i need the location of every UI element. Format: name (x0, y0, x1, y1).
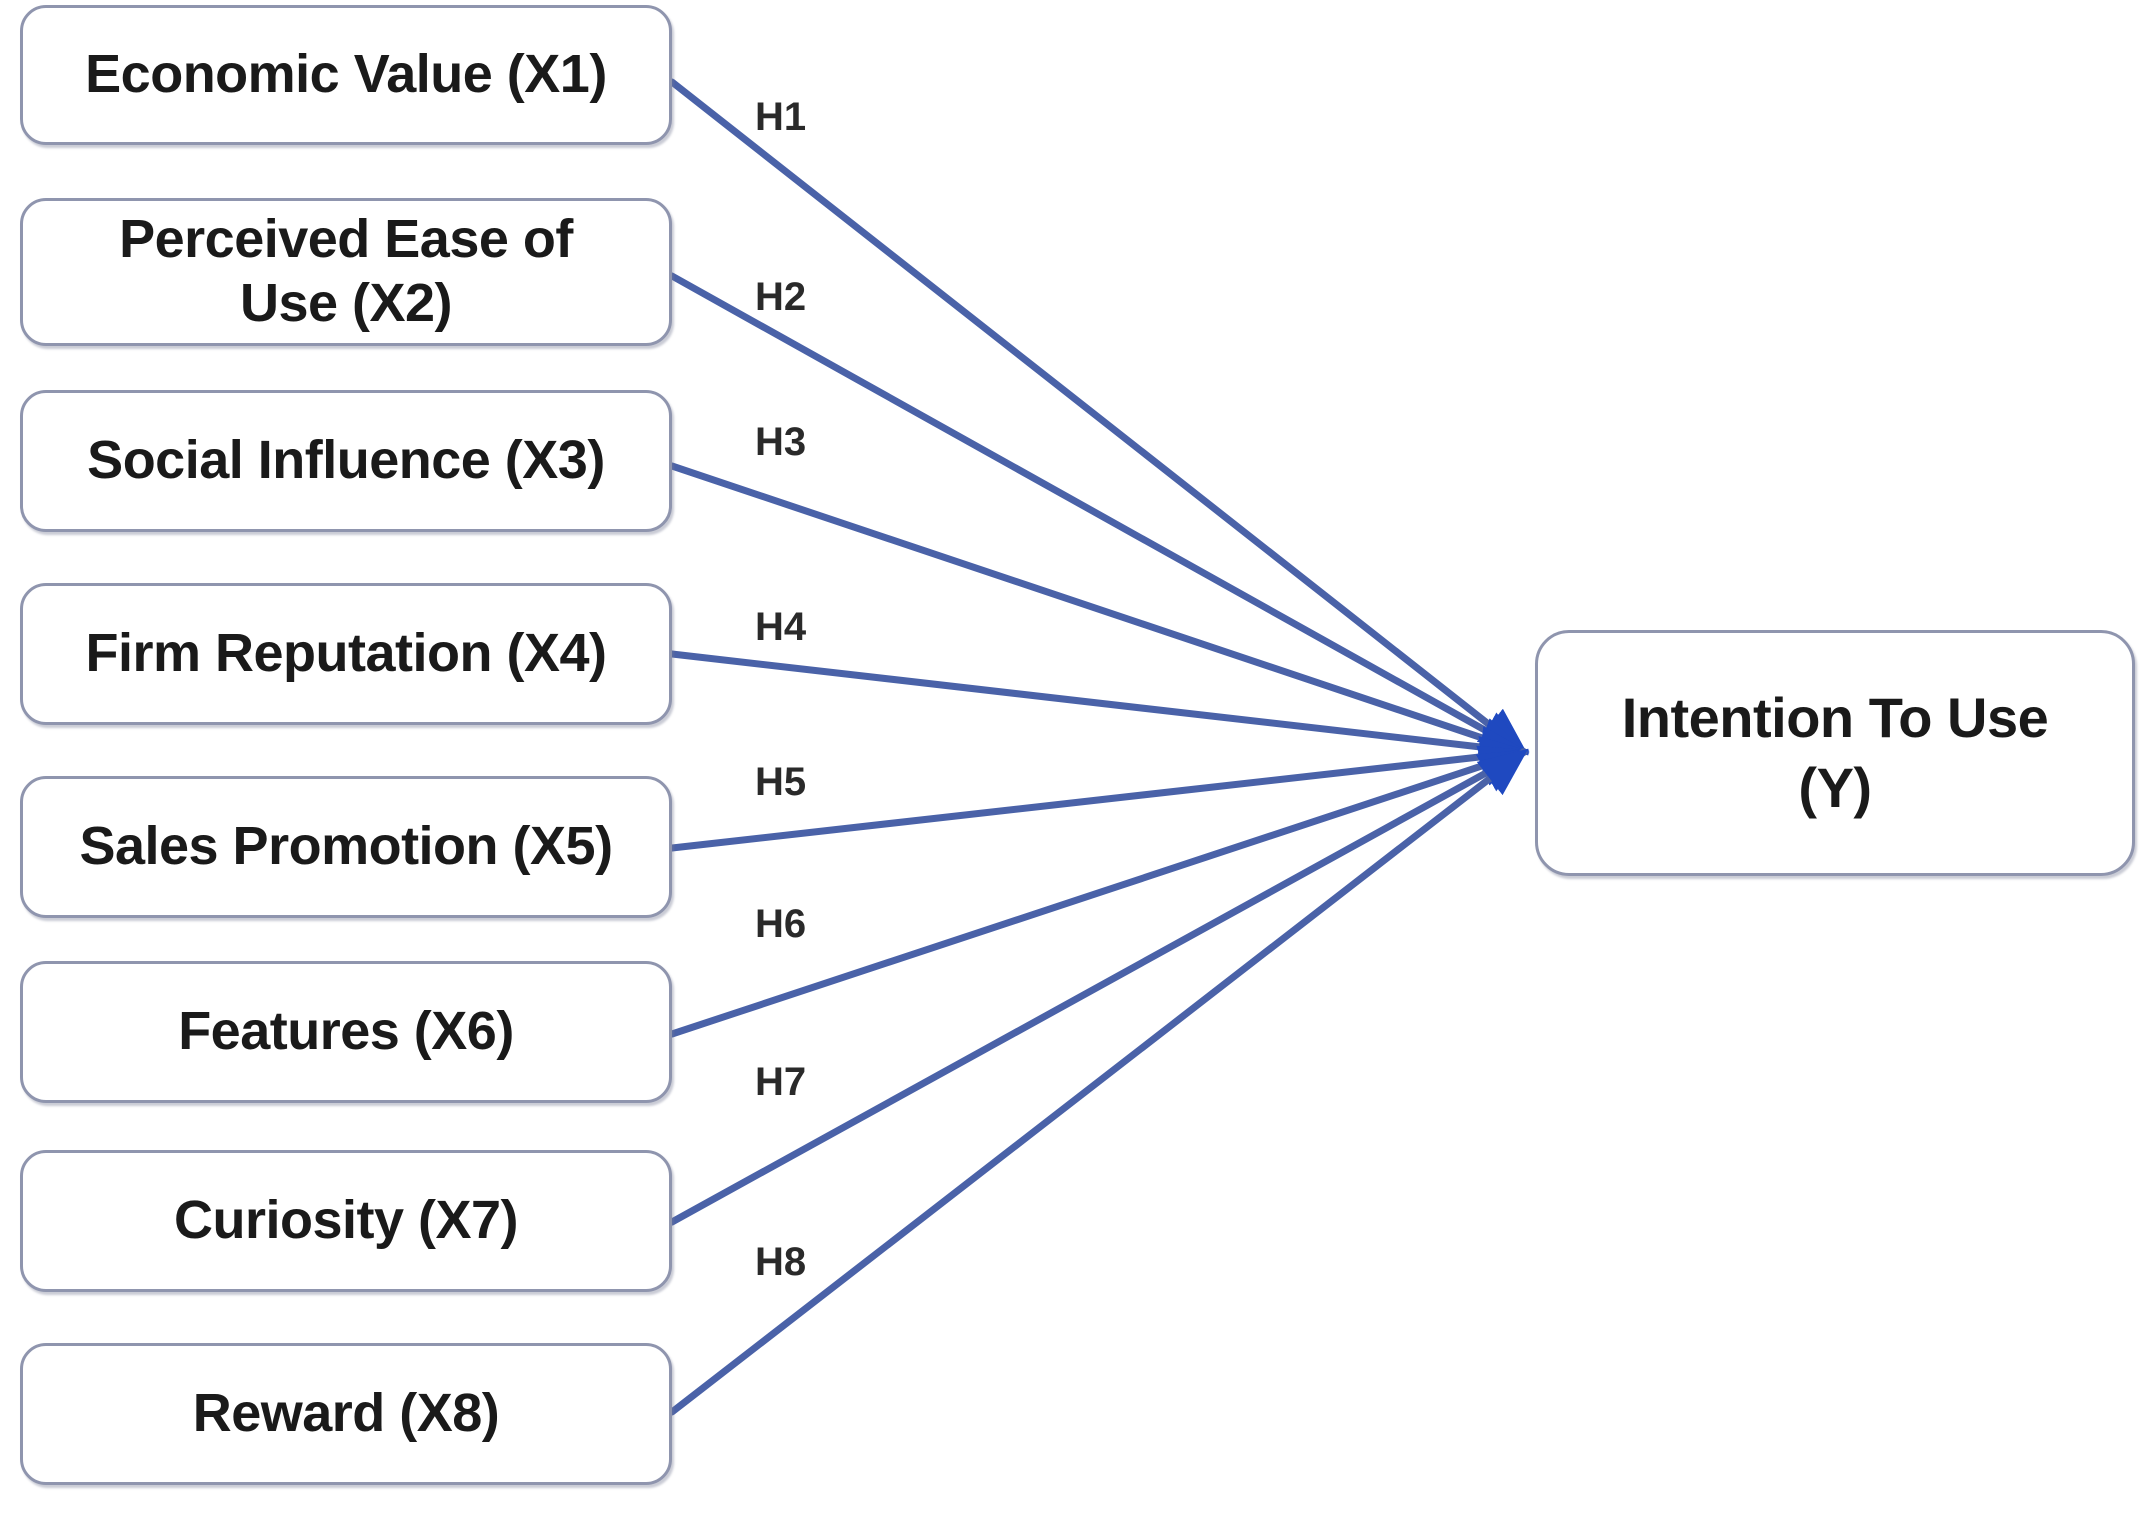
edge-h1 (668, 78, 1529, 756)
edge-h7 (668, 748, 1529, 1226)
edge-h2 (668, 272, 1529, 756)
node-economic-value[interactable]: Economic Value (X1) (20, 5, 672, 145)
node-sales-promotion[interactable]: Sales Promotion (X5) (20, 776, 672, 918)
node-label: Sales Promotion (X5) (79, 816, 613, 877)
hypothesis-label-h6: H6 (755, 902, 807, 946)
node-curiosity[interactable]: Curiosity (X7) (20, 1150, 672, 1292)
node-label: Intention To Use(Y) (1621, 686, 2049, 819)
hypothesis-label-h1: H1 (755, 95, 807, 139)
node-label: Economic Value (X1) (85, 44, 607, 105)
node-label: Curiosity (X7) (173, 1190, 519, 1251)
node-reward[interactable]: Reward (X8) (20, 1343, 672, 1485)
node-label: Social Influence (X3) (87, 430, 605, 491)
hypothesis-label-h7: H7 (755, 1060, 807, 1104)
node-label: Reward (X8) (192, 1383, 500, 1444)
node-features[interactable]: Features (X6) (20, 961, 672, 1103)
node-firm-reputation[interactable]: Firm Reputation (X4) (20, 583, 672, 725)
hypothesis-label-h3: H3 (755, 420, 807, 464)
hypothesis-label-h5: H5 (755, 760, 807, 804)
node-intention-to-use[interactable]: Intention To Use(Y) (1535, 630, 2135, 876)
hypothesis-label-h4: H4 (755, 605, 807, 649)
node-label: Features (X6) (178, 1001, 514, 1062)
node-label: Firm Reputation (X4) (85, 623, 607, 684)
hypothesis-label-h8: H8 (755, 1240, 807, 1284)
hypothesis-label-h2: H2 (755, 275, 807, 319)
edge-h4 (668, 650, 1530, 768)
node-social-influence[interactable]: Social Influence (X3) (20, 390, 672, 532)
